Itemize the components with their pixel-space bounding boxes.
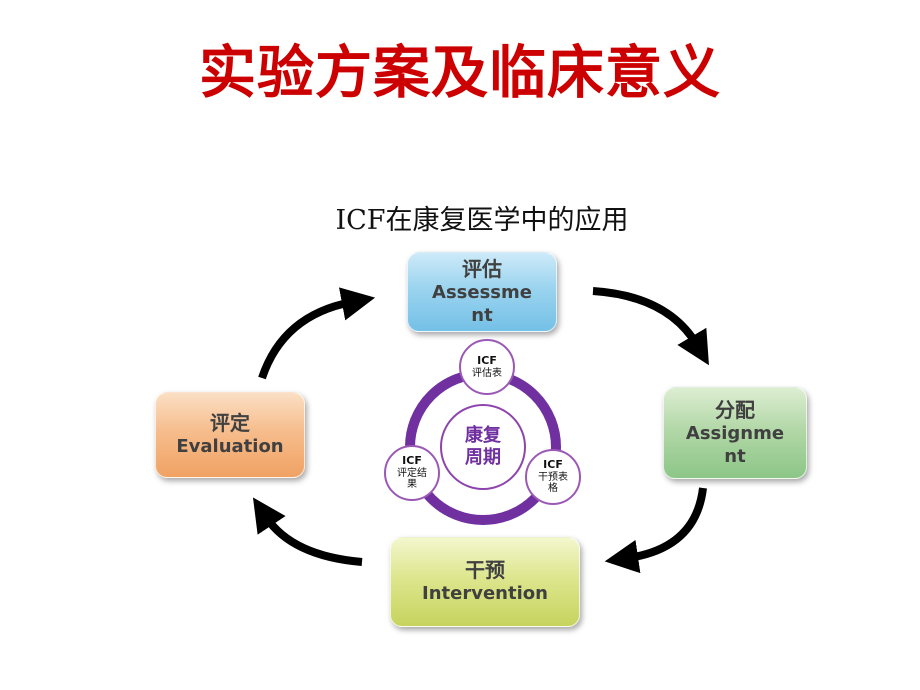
node-assignment-label-en-line2: nt xyxy=(724,445,746,467)
node-assignment-label-zh: 分配 xyxy=(715,398,755,422)
satellite-br-label-line3: 格 xyxy=(548,483,558,495)
hub-center-label-line1: 康复 xyxy=(465,425,501,447)
satellite-top-label-line1: ICF xyxy=(477,353,497,367)
node-assessment: 评估 Assessme nt xyxy=(407,252,557,332)
arrow-assignment-to-intervention xyxy=(604,487,707,574)
node-evaluation-label-zh: 评定 xyxy=(210,411,250,436)
slide-title: 实验方案及临床意义 xyxy=(199,40,721,106)
satellite-icf-intervention-form: ICF 干预表 格 xyxy=(525,449,581,505)
node-assessment-label-en-line1: Assessme xyxy=(432,282,532,303)
satellite-br-label-line1: ICF xyxy=(543,458,563,472)
node-evaluation: 评定 Evaluation xyxy=(155,392,305,478)
diagram-title: ICF在康复医学中的应用 xyxy=(335,205,629,236)
hub-center-label-line2: 周期 xyxy=(465,447,501,468)
satellite-icf-assessment-form: ICF 评估表 xyxy=(459,339,515,395)
arrow-evaluation-to-assessment xyxy=(258,287,376,380)
satellite-top-label-line2: 评估表 xyxy=(472,367,502,379)
satellite-br-label-line2: 干预表 xyxy=(538,471,568,483)
node-intervention-label-en: Intervention xyxy=(422,583,548,605)
node-intervention-label-zh: 干预 xyxy=(465,558,505,583)
node-assignment-label-en-line1: Assignme xyxy=(685,423,785,444)
node-assignment: 分配 Assignme nt xyxy=(663,387,807,479)
hub-center-circle: 康复 周期 xyxy=(440,404,526,490)
node-assessment-label-zh: 评估 xyxy=(462,257,502,281)
satellite-bl-label-line3: 果 xyxy=(407,479,417,491)
satellite-icf-evaluation-result: ICF 评定结 果 xyxy=(384,445,440,501)
node-intervention: 干预 Intervention xyxy=(390,537,580,627)
arrow-assessment-to-assignment xyxy=(592,287,709,366)
node-evaluation-label-en: Evaluation xyxy=(176,436,284,458)
arrow-intervention-to-evaluation xyxy=(252,497,363,566)
satellite-bl-label-line1: ICF xyxy=(402,454,422,468)
node-assessment-label-en-line2: nt xyxy=(471,304,493,326)
satellite-bl-label-line2: 评定结 xyxy=(397,467,427,479)
